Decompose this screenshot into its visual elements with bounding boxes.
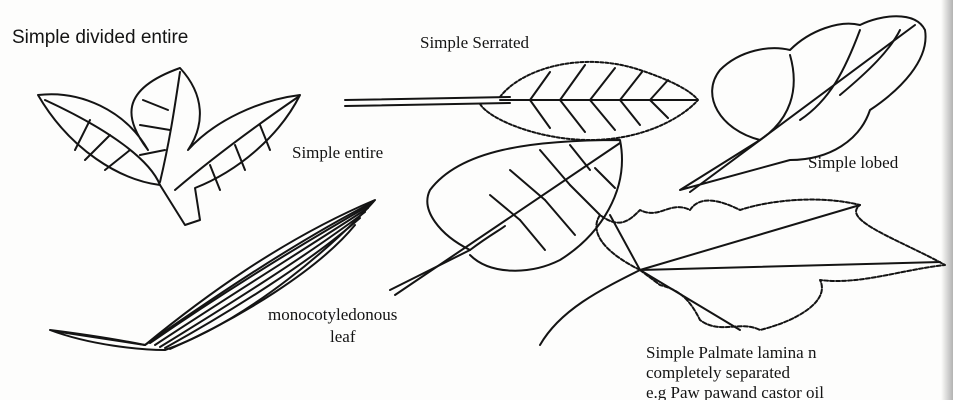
serrated-leaf [345,62,698,140]
label-monocotyledonous: monocotyledonous [268,306,397,323]
monocot-leaf [50,200,375,350]
label-simple-serrated: Simple Serrated [420,34,529,51]
label-simple-divided-entire: Simple divided entire [12,28,188,47]
label-leaf: leaf [330,328,355,345]
entire-leaf [390,140,622,295]
label-simple-entire: Simple entire [292,144,383,161]
label-simple-lobed: Simple lobed [808,154,898,171]
divided-entire-leaf [38,68,300,225]
label-palmate-line3: e.g Paw pawand castor oil [646,384,824,400]
page-edge-shadow [941,0,953,400]
label-palmate-line2: completely separated [646,364,790,381]
label-palmate-line1: Simple Palmate lamina n [646,344,816,361]
